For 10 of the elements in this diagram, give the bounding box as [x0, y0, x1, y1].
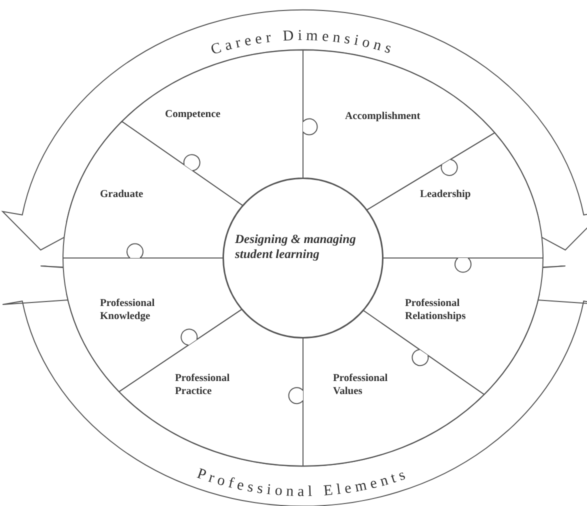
piece-label: Professional Practice: [175, 372, 231, 398]
piece-label: Graduate: [100, 188, 144, 201]
piece-label: Professional Relationships: [405, 297, 467, 323]
hub-label: Designing & managing student learning: [235, 232, 357, 262]
band-title: Career Dimensions: [209, 28, 397, 58]
piece-label: Professional Values: [333, 372, 389, 398]
piece-label: Competence: [165, 108, 222, 121]
piece-label: Leadership: [420, 188, 472, 201]
piece-label: Professional Knowledge: [100, 297, 156, 323]
piece-label: Accomplishment: [345, 110, 422, 123]
